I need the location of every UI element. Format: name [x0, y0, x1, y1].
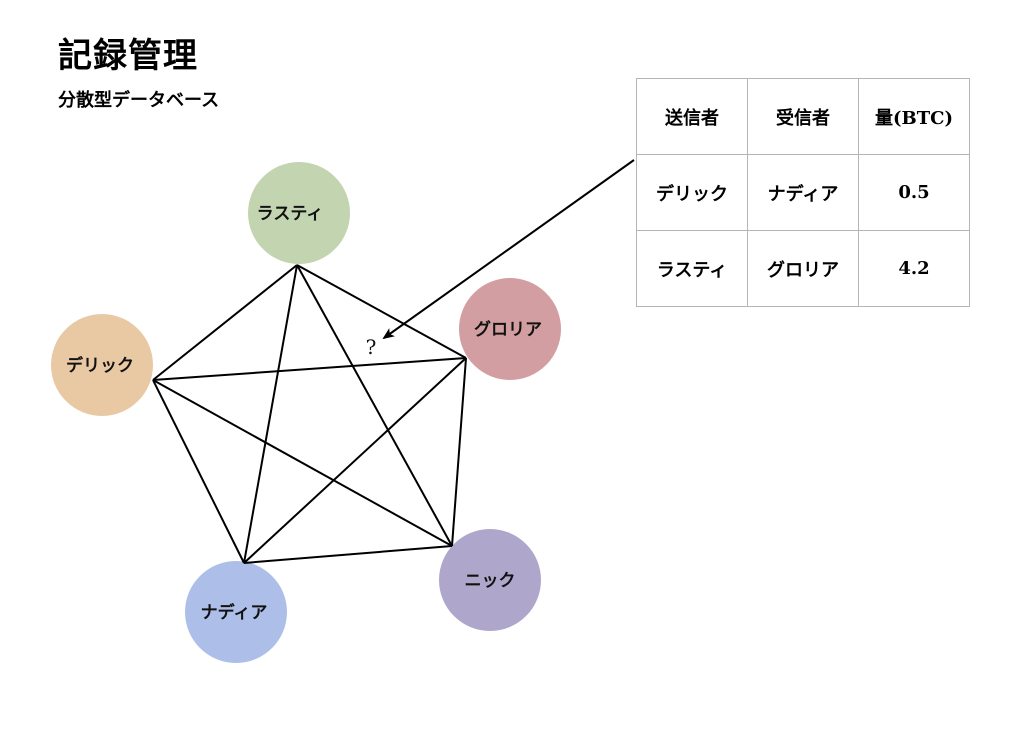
edge-rusty-nadia [243, 264, 298, 564]
node-gloria [459, 278, 561, 380]
edge-gloria-derrick [152, 357, 467, 381]
edge-gloria-nick [451, 357, 467, 547]
node-label-derrick: デリック [66, 355, 134, 376]
cell-receiver: ナディア [747, 154, 859, 231]
node-derrick [51, 314, 153, 416]
node-label-nadia: ナディア [201, 602, 268, 623]
ledger-table: 送信者 受信者 量(BTC) デリック ナディア 0.5 ラスティ グロリア 4… [636, 78, 970, 307]
edge-nick-derrick [152, 379, 453, 547]
edge-rusty-derrick [152, 264, 298, 381]
cell-amount: 0.5 [858, 154, 970, 231]
page-subtitle: 分散型データベース [58, 90, 220, 111]
edge-rusty-nick [296, 264, 453, 547]
node-nick [439, 529, 541, 631]
edge-gloria-nadia [243, 357, 467, 564]
edge-rusty-gloria [296, 264, 467, 359]
header-receiver: 受信者 [747, 78, 859, 155]
header-amount: 量(BTC) [858, 78, 970, 155]
page-title: 記録管理 [58, 36, 198, 76]
ledger-arrow [382, 159, 635, 340]
question-mark: ? [366, 335, 377, 359]
node-label-nick: ニック [465, 571, 516, 591]
node-nadia [185, 561, 287, 663]
cell-receiver: グロリア [747, 230, 859, 307]
edge-nick-nadia [243, 545, 453, 564]
node-label-gloria: グロリア [474, 319, 542, 340]
node-label-rusty: ラスティ [257, 204, 324, 224]
ledger-header-row: 送信者 受信者 量(BTC) [636, 78, 970, 155]
cell-sender: デリック [636, 154, 748, 231]
header-sender: 送信者 [636, 78, 748, 155]
cell-sender: ラスティ [636, 230, 748, 307]
table-row: ラスティ グロリア 4.2 [636, 230, 970, 307]
table-row: デリック ナディア 0.5 [636, 154, 970, 231]
node-rusty [248, 162, 350, 264]
connection-lines [152, 264, 467, 564]
cell-amount: 4.2 [858, 230, 970, 307]
edge-nadia-derrick [152, 379, 245, 564]
